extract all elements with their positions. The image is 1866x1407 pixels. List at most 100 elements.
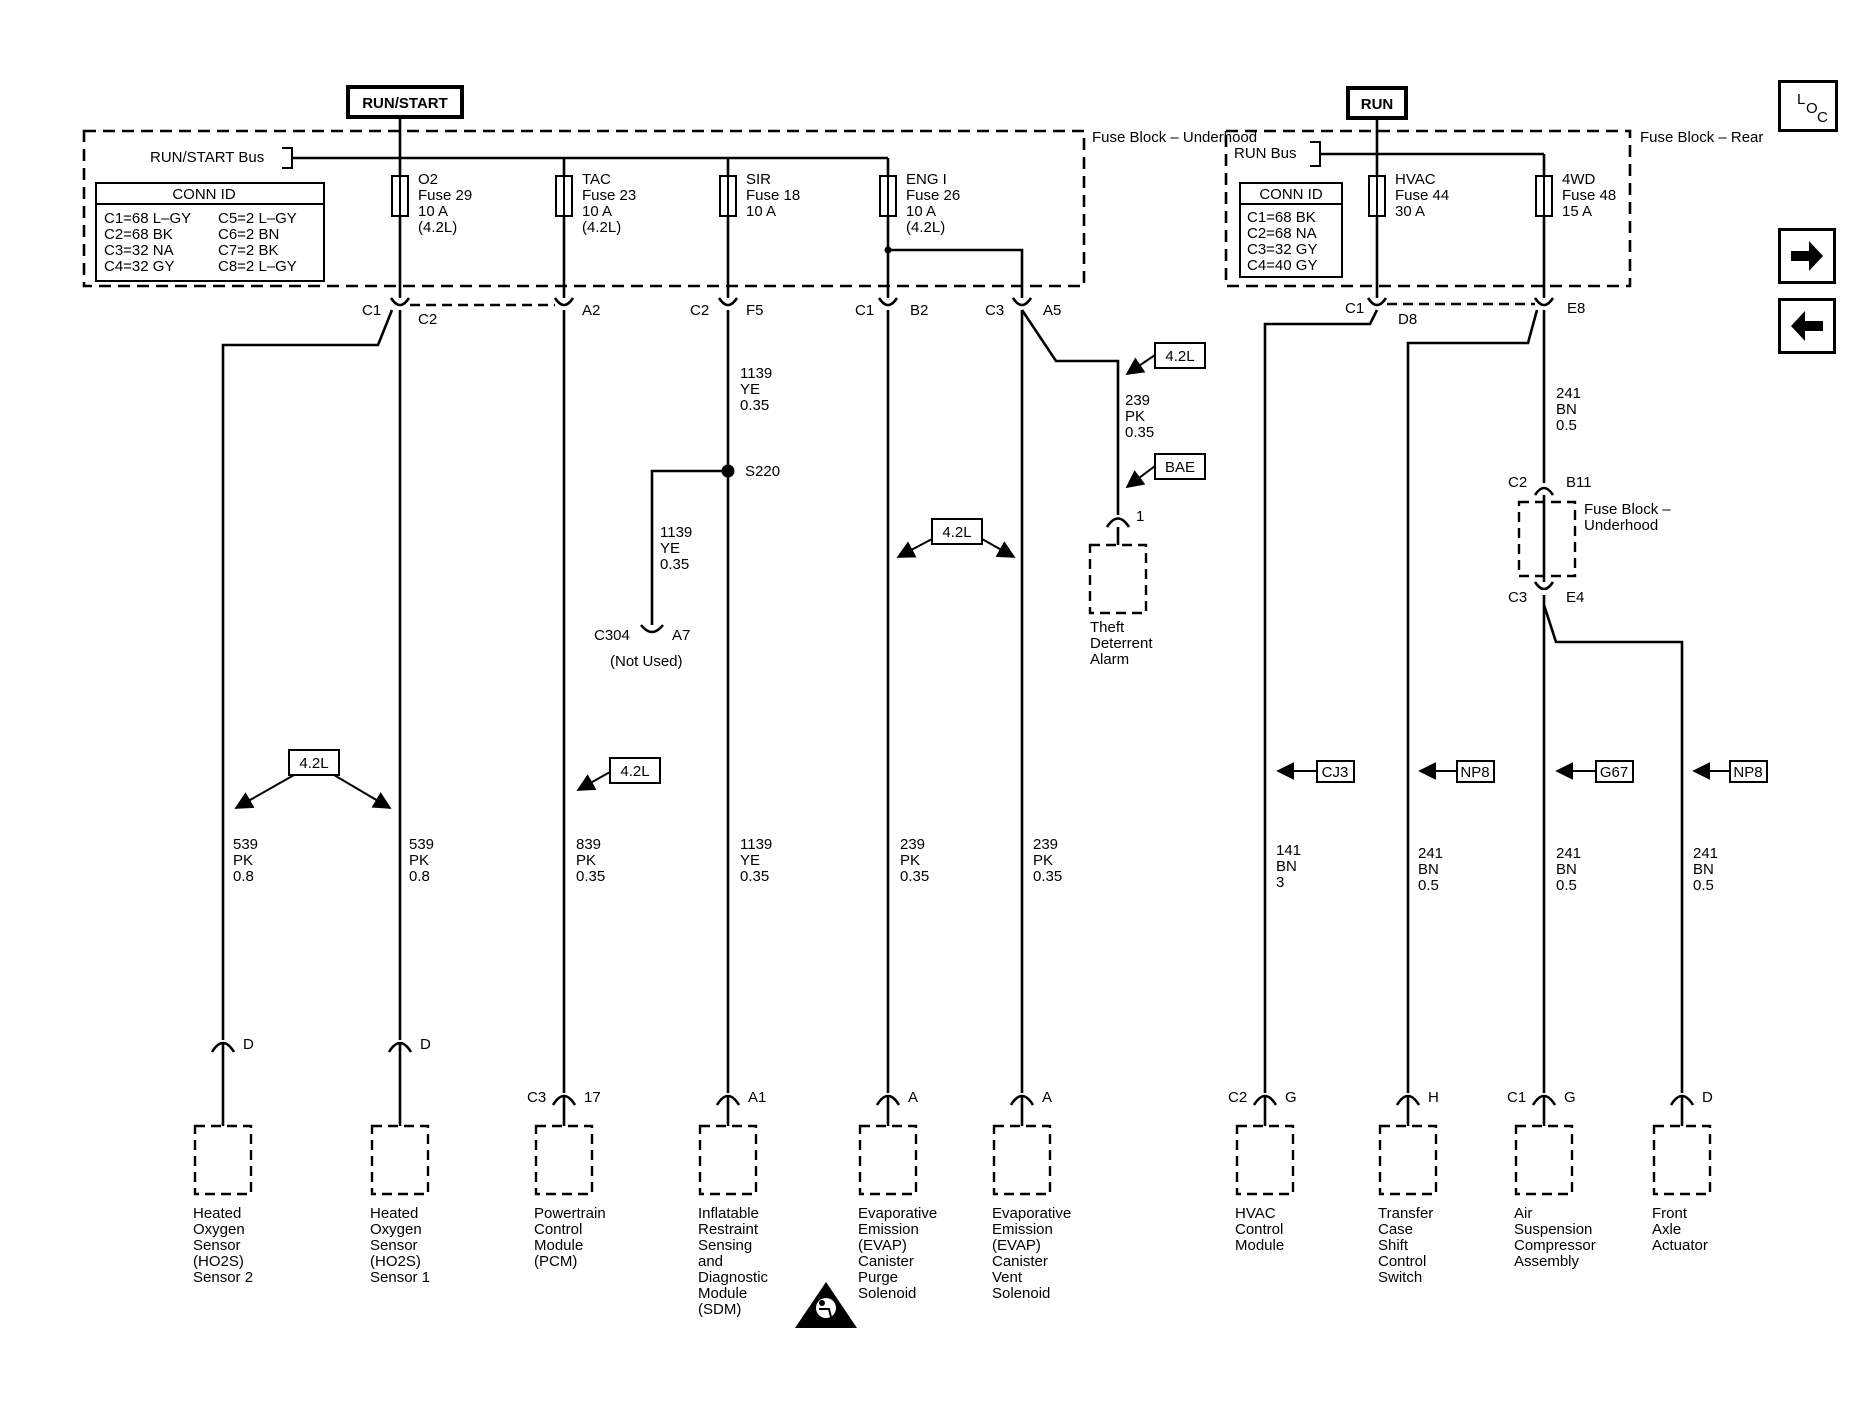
svg-text:CONN ID: CONN ID [172, 186, 236, 203]
svg-text:C4=32 GY: C4=32 GY [104, 258, 174, 275]
svg-text:CONN ID: CONN ID [1259, 186, 1323, 203]
option-tag-4-2l-evap: 4.2L [896, 518, 1016, 558]
svg-text:C1=68 BK: C1=68 BK [1247, 209, 1316, 226]
svg-text:BAE: BAE [1165, 459, 1195, 476]
power-label-run: RUN [1361, 96, 1394, 113]
conn-id-table-right: CONN ID C1=68 BK C2=68 NA C3=32 GY C4=40… [1239, 182, 1343, 278]
svg-text:B11: B11 [1566, 474, 1592, 491]
pin-label: H [1428, 1089, 1439, 1106]
power-label-box [346, 85, 464, 119]
svg-text:C3: C3 [985, 302, 1004, 319]
svg-text:C3=32 NA: C3=32 NA [104, 242, 174, 259]
connector-label: C3 [527, 1089, 546, 1106]
option-tag-bae: BAE [1125, 453, 1206, 489]
svg-text:C1: C1 [362, 302, 381, 319]
option-tag-np8-b: NP8 [1692, 760, 1768, 783]
pin-label: 17 [584, 1089, 601, 1106]
pin-label: D [1702, 1089, 1713, 1106]
pin-label: G [1285, 1089, 1297, 1106]
arrow-left-icon[interactable] [1778, 298, 1836, 354]
inline-fuse-block-underhood: C2 B11 Fuse Block –Underhood C3 E4 [1508, 474, 1671, 606]
svg-text:D8: D8 [1398, 311, 1417, 328]
fuse-block-underhood-label: Fuse Block – Underhood [1092, 129, 1257, 146]
svg-text:C5=2 L–GY: C5=2 L–GY [218, 210, 297, 227]
svg-text:NP8: NP8 [1733, 764, 1762, 781]
fuse-block-underhood-outline [82, 129, 1086, 288]
svg-text:C2: C2 [1508, 474, 1527, 491]
svg-text:C2: C2 [690, 302, 709, 319]
svg-text:C4=40 GY: C4=40 GY [1247, 257, 1317, 274]
pin-label: D [243, 1036, 254, 1053]
svg-text:C304: C304 [594, 627, 630, 644]
svg-text:B2: B2 [910, 302, 928, 319]
run-bus-label: RUN Bus [1234, 145, 1297, 162]
option-tag-4-2l-pcm: 4.2L [576, 757, 661, 791]
svg-text:O: O [1806, 100, 1818, 117]
fuse-block-rear-outline [1224, 129, 1632, 288]
svg-text:A7: A7 [672, 627, 690, 644]
pin-label: G [1564, 1089, 1576, 1106]
pin-label: A1 [748, 1089, 766, 1106]
svg-text:CJ3: CJ3 [1322, 764, 1349, 781]
option-tag-np8-a: NP8 [1418, 760, 1495, 783]
svg-text:C6=2 BN: C6=2 BN [218, 226, 279, 243]
svg-text:4.2L: 4.2L [299, 755, 328, 772]
arrow-right-icon[interactable] [1778, 228, 1836, 284]
loc-icon[interactable]: L O C [1778, 80, 1838, 132]
svg-text:C1: C1 [855, 302, 874, 319]
connector-c1-c2-row: C1 C2 A2 C2 F5 C1 B2 C3 A5 [362, 297, 1061, 328]
connector-rear-row: C1 D8 E8 [1345, 297, 1585, 328]
svg-text:C3=32 GY: C3=32 GY [1247, 241, 1317, 258]
svg-text:A2: A2 [582, 302, 600, 319]
svg-text:C7=2 BK: C7=2 BK [218, 242, 278, 259]
svg-text:4.2L: 4.2L [942, 524, 971, 541]
svg-text:C2=68 BK: C2=68 BK [104, 226, 173, 243]
option-tag-g67: G67 [1555, 760, 1634, 783]
pin-label: A [908, 1089, 918, 1106]
svg-text:C8=2 L–GY: C8=2 L–GY [218, 258, 297, 275]
svg-text:C1=68 L–GY: C1=68 L–GY [104, 210, 191, 227]
pin-label: D [420, 1036, 431, 1053]
svg-text:S220: S220 [745, 463, 780, 480]
svg-text:(Not Used): (Not Used) [610, 653, 683, 670]
fuse-block-rear-label: Fuse Block – Rear [1640, 129, 1763, 146]
svg-text:C2=68 NA: C2=68 NA [1247, 225, 1317, 242]
connector-c304: C304 A7 (Not Used) [594, 624, 690, 670]
svg-text:L: L [1797, 91, 1805, 108]
run-start-bus-label: RUN/START Bus [150, 149, 264, 166]
svg-text:4.2L: 4.2L [620, 763, 649, 780]
